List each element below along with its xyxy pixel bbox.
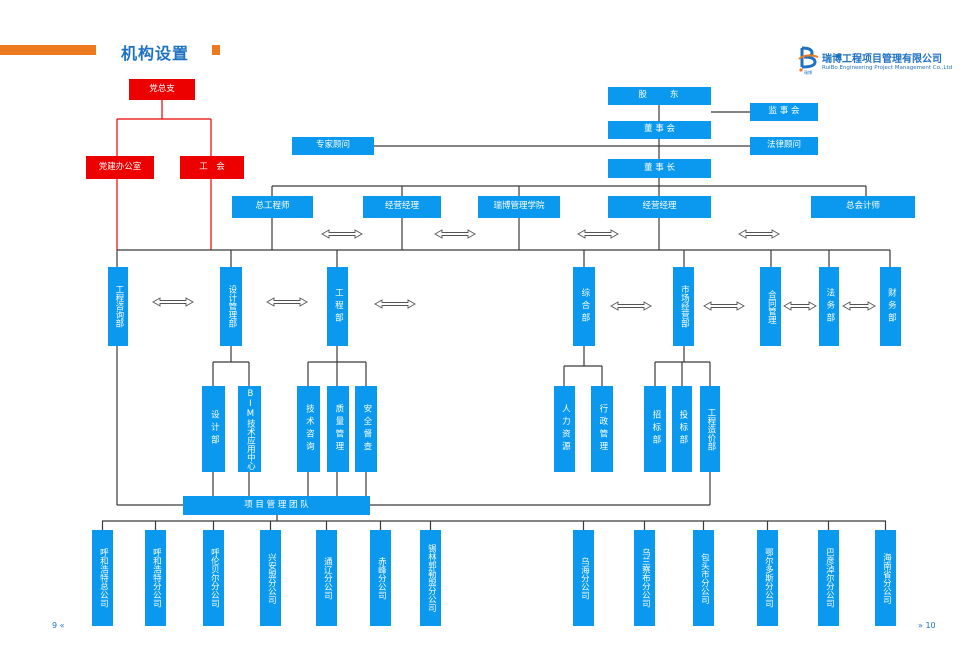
branch-office-box: 乌海分公司 — [573, 530, 594, 626]
page-title: 机构设置 — [121, 44, 190, 63]
branch-office-box: 鄂尔多斯分公司 — [757, 530, 778, 626]
header-accent-bar — [0, 45, 96, 55]
double-arrow-icon — [842, 301, 876, 311]
dept-engineering: 工程部 — [327, 267, 348, 346]
double-arrow-icon — [577, 229, 619, 239]
branch-office-box: 乌兰察布分公司 — [634, 530, 655, 626]
branch-office-box: 包头市分公司 — [693, 530, 714, 626]
logo-mark-text: 瑞博 — [804, 69, 812, 75]
company-name-cn: 瑞博工程项目管理有限公司 — [822, 54, 942, 65]
business-manager-box-1: 经营经理 — [363, 196, 441, 218]
sub-design: 设计部 — [202, 386, 225, 472]
party-branch-box: 党总支 — [129, 79, 195, 100]
academy-box: 瑞博管理学院 — [478, 196, 560, 218]
party-office-box: 党建办公室 — [86, 156, 154, 179]
union-box: 工 会 — [180, 156, 244, 179]
branch-office-box: 呼伦贝尔分公司 — [203, 530, 224, 626]
sub-cost: 工程造价部 — [700, 386, 720, 472]
supervisors-box: 监 事 会 — [750, 103, 818, 121]
double-arrow-icon — [266, 297, 308, 307]
page-number-left: 9 « — [52, 621, 65, 630]
dept-general: 综合部 — [573, 267, 595, 346]
double-arrow-icon — [703, 301, 745, 311]
dept-contract: 合同管理 — [760, 267, 781, 346]
branch-office-box: 巴彦淖尔分公司 — [818, 530, 839, 626]
dept-finance: 财务部 — [880, 267, 901, 346]
dept-legal: 法务部 — [819, 267, 839, 346]
branch-office-box: 赤峰分公司 — [370, 530, 391, 626]
double-arrow-icon — [738, 229, 780, 239]
sub-hr: 人力资源 — [554, 386, 575, 472]
chief-engineer-box: 总工程师 — [232, 196, 313, 218]
dept-market: 市场经营部 — [673, 267, 694, 346]
branch-office-box: 通辽分公司 — [316, 530, 337, 626]
branch-office-box: 兴安盟分公司 — [260, 530, 281, 626]
double-arrow-icon — [374, 299, 416, 309]
sub-admin: 行政管理 — [591, 386, 613, 472]
legal-advisor-box: 法律顾问 — [750, 137, 818, 155]
double-arrow-icon — [434, 229, 476, 239]
sub-bim: BIM技术应用中心 — [238, 386, 261, 472]
chief-accountant-box: 总会计师 — [811, 196, 915, 218]
expert-advisor-box: 专家顾问 — [292, 137, 374, 155]
page-number-right: » 10 — [918, 621, 936, 630]
sub-safety: 安全督查 — [355, 386, 377, 472]
project-team-box: 项 目 管 理 团 队 — [183, 496, 370, 515]
sub-tech-consult: 技术咨询 — [297, 386, 320, 472]
double-arrow-icon — [610, 301, 652, 311]
shareholders-box: 股 东 — [608, 87, 711, 105]
sub-bidding-submit: 投标部 — [672, 386, 692, 472]
header-accent-mark — [212, 45, 220, 55]
branch-office-box: 呼和浩特总公司 — [92, 530, 113, 626]
double-arrow-icon — [783, 301, 817, 311]
double-arrow-icon — [321, 229, 363, 239]
double-arrow-icon — [152, 297, 194, 307]
branch-office-box: 海南省分公司 — [875, 530, 896, 626]
dept-design-mgmt: 设计管理部 — [220, 267, 242, 346]
branch-office-box: 锡林郭勒盟分公司 — [420, 530, 441, 626]
company-name-en: RuiBo Engineering Project Management Co.… — [822, 65, 953, 71]
company-logo-icon: 瑞博 — [798, 46, 819, 75]
sub-quality: 质量管理 — [327, 386, 349, 472]
branch-office-box: 呼和浩特分公司 — [145, 530, 166, 626]
business-manager-box-2: 经营经理 — [608, 196, 711, 218]
board-box: 董 事 会 — [608, 121, 711, 139]
dept-consulting: 工程咨询部 — [108, 267, 128, 346]
sub-bidding-invite: 招标部 — [644, 386, 666, 472]
chairman-box: 董 事 长 — [608, 159, 711, 178]
